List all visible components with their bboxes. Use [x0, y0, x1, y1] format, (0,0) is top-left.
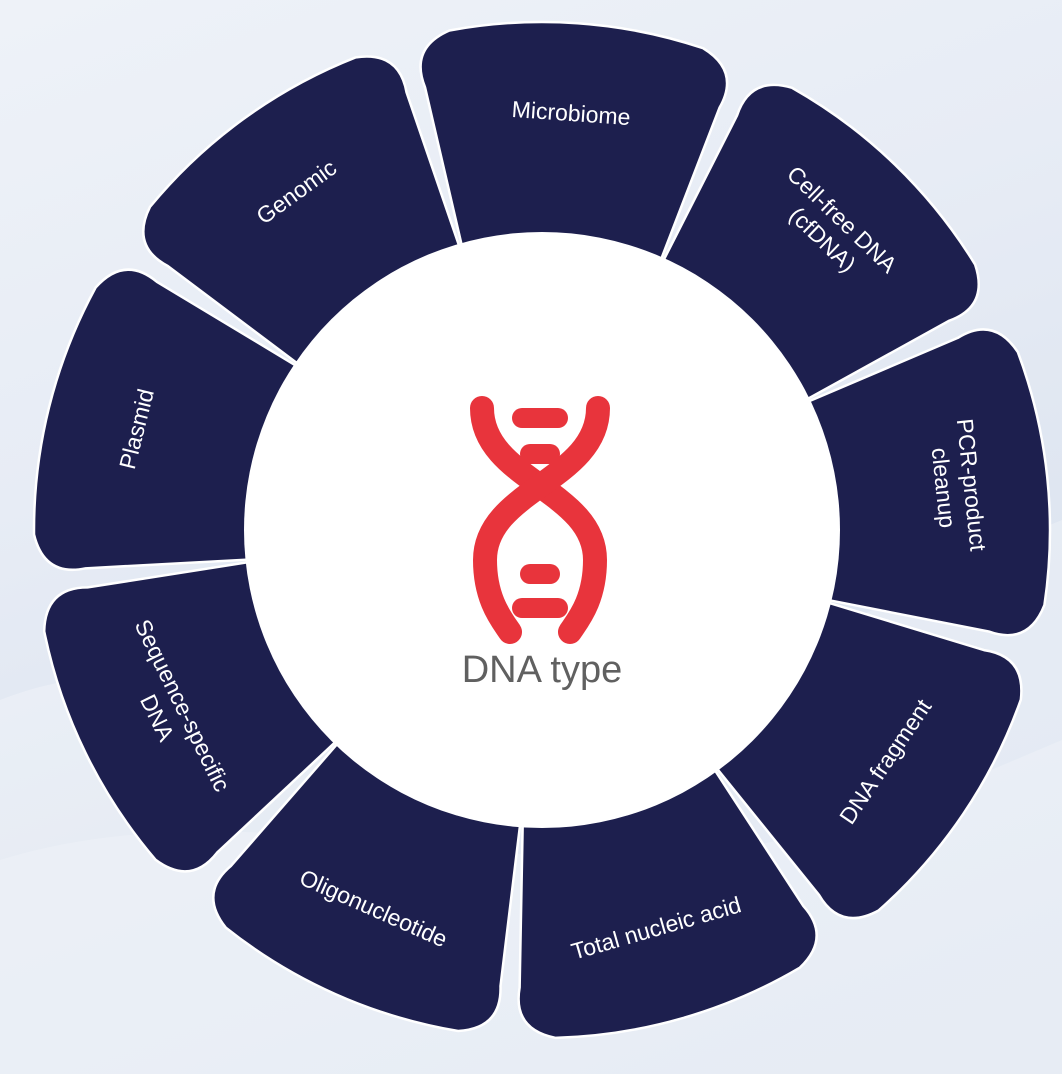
dna-icon [470, 396, 610, 644]
center-label: DNA type [462, 649, 623, 691]
center-circle [244, 232, 840, 828]
